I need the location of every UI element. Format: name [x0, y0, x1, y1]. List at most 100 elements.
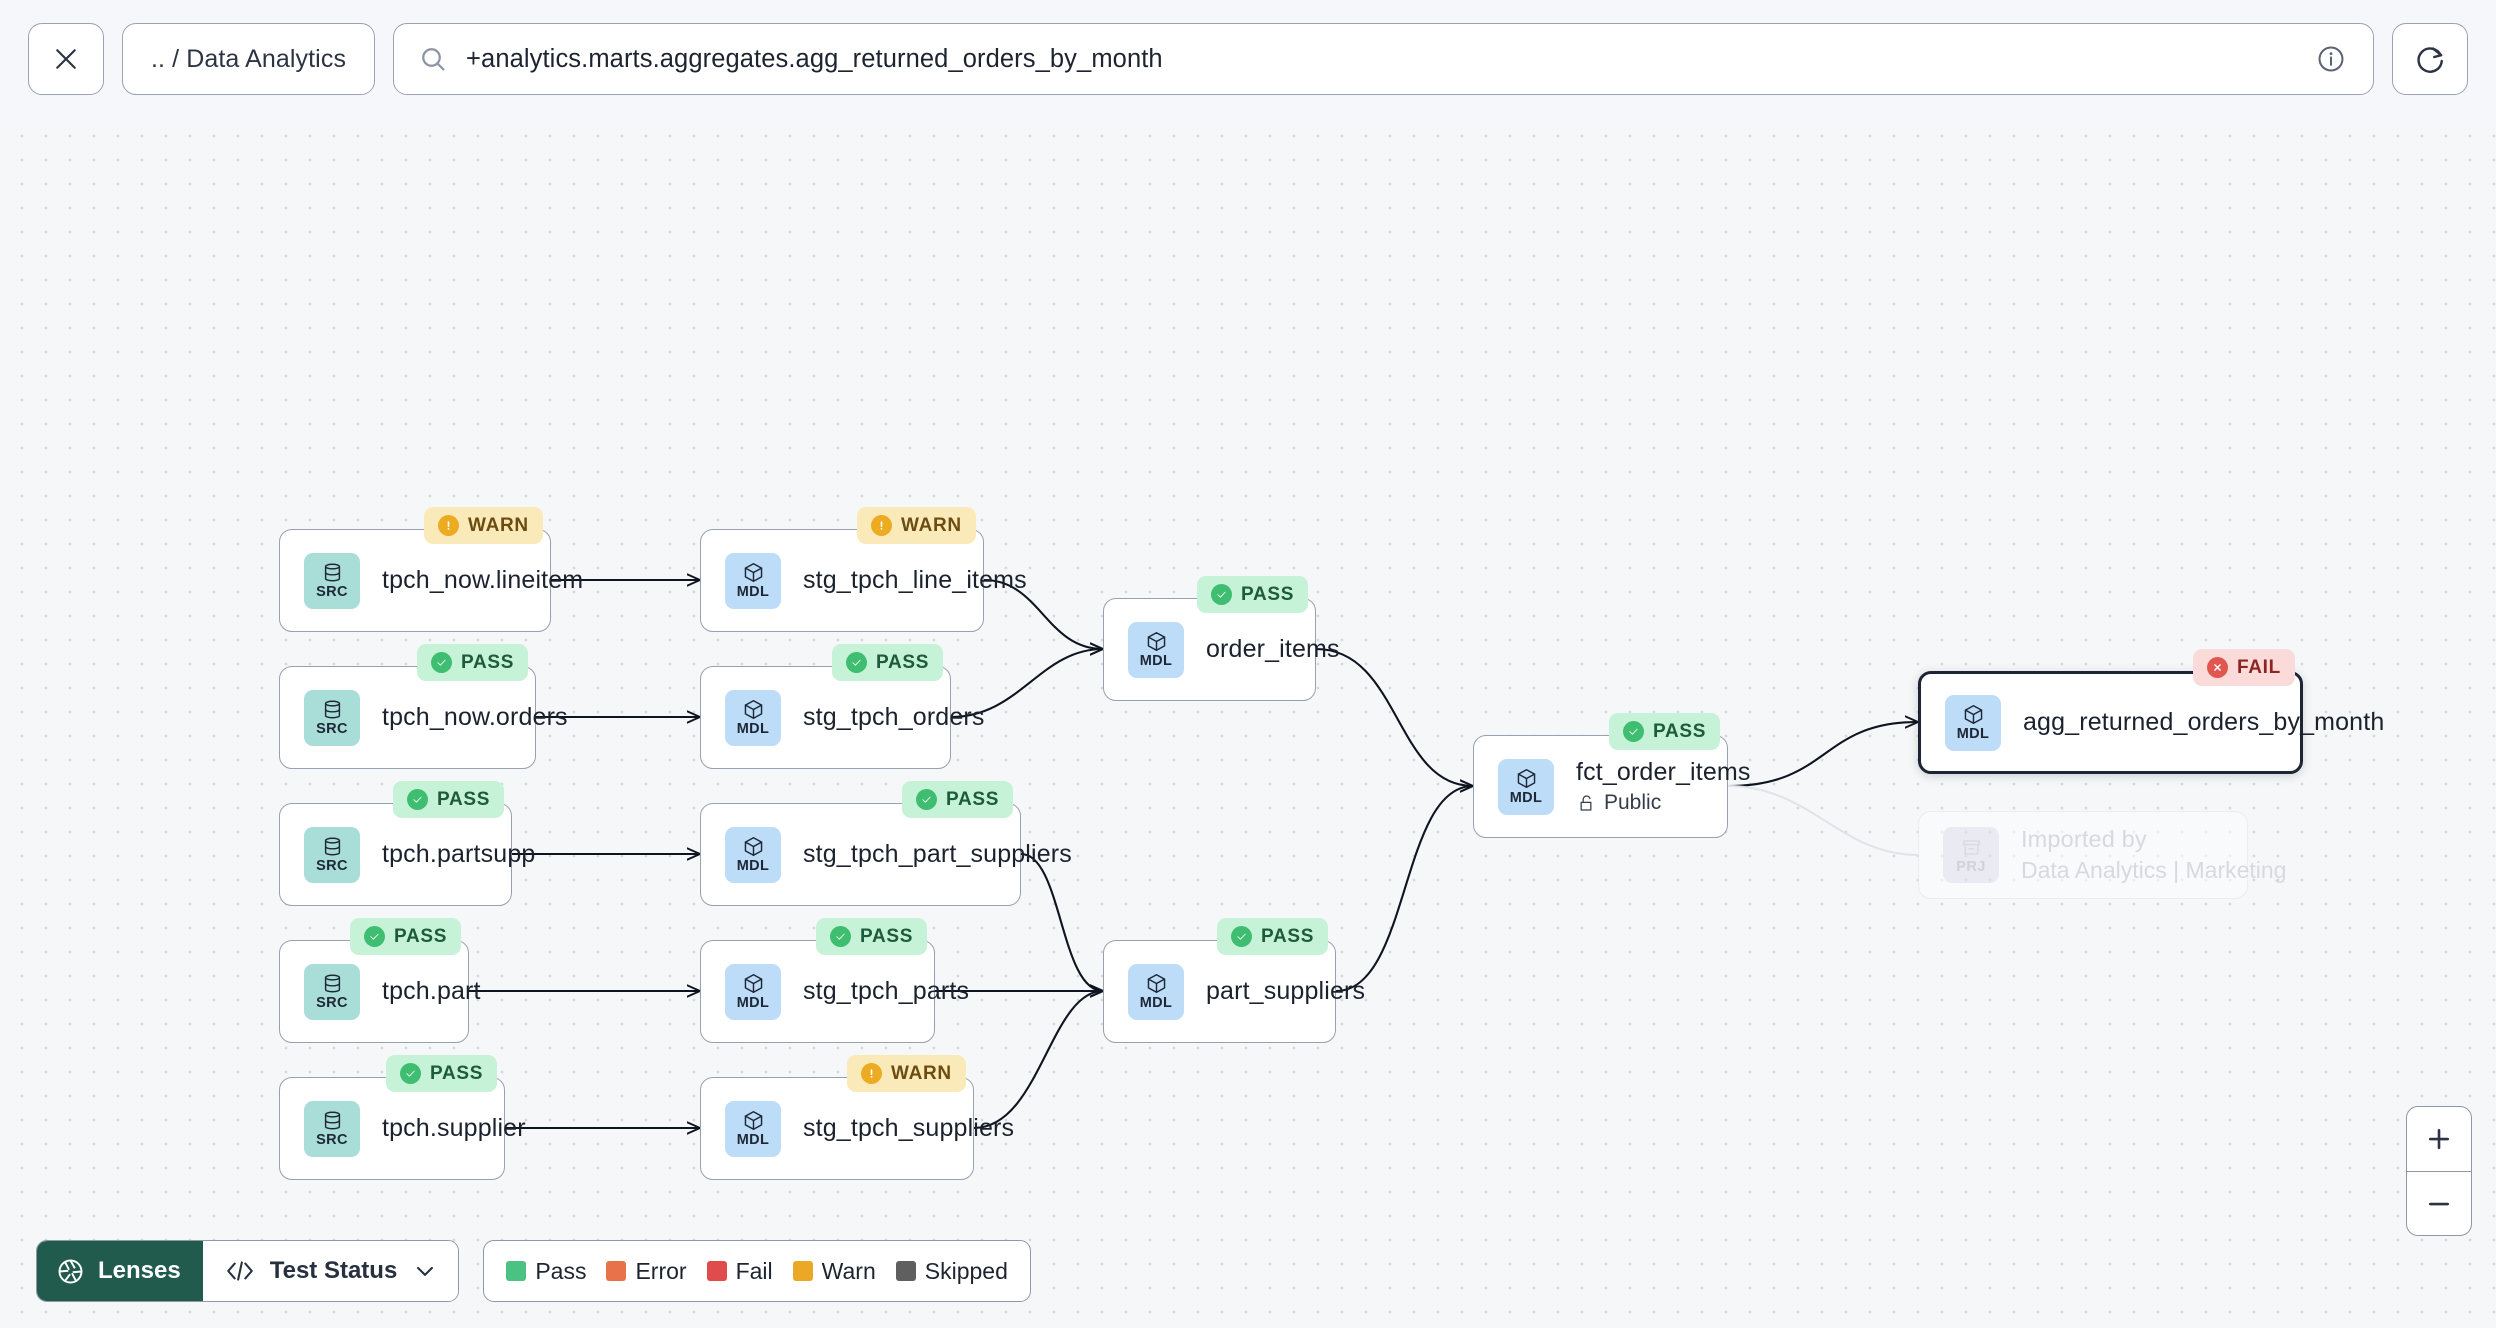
legend-swatch: [606, 1261, 627, 1281]
status-badge-pass[interactable]: PASS: [1609, 713, 1721, 750]
node-text-block: stg_tpch_part_suppliers: [803, 840, 1072, 869]
edge-stgsuppliers-partsuppliers: [973, 991, 1103, 1130]
legend-item-skipped[interactable]: Skipped: [895, 1258, 1008, 1285]
node-text-block: part_suppliers: [1206, 977, 1365, 1006]
status-badge-label: WARN: [891, 1062, 952, 1084]
lineage-node-stg_tpch_part_suppliers[interactable]: MDL stg_tpch_part_suppliers: [700, 803, 1072, 906]
status-badge-pass[interactable]: PASS: [1197, 576, 1309, 613]
legend-item-pass[interactable]: Pass: [506, 1258, 586, 1285]
lineage-node-order_items[interactable]: MDL order_items: [1103, 598, 1340, 701]
status-badge-pass[interactable]: PASS: [393, 781, 505, 818]
status-badge-fail[interactable]: FAIL: [2193, 649, 2295, 686]
close-icon: [56, 49, 76, 69]
lineage-node-tpch_part[interactable]: SRC tpch.part: [279, 940, 480, 1043]
status-badge-pass[interactable]: PASS: [1217, 918, 1329, 955]
node-visibility-text: Public: [1604, 791, 1662, 814]
status-badge-warn[interactable]: WARN: [424, 507, 543, 544]
node-text-block: stg_tpch_line_items: [803, 566, 1027, 595]
legend-item-error[interactable]: Error: [606, 1258, 687, 1285]
error-circle-icon: [2207, 657, 2228, 678]
check-circle-icon: [1623, 721, 1644, 742]
edge-stgpartsupp-partsuppliers: [1020, 852, 1103, 991]
breadcrumb-button[interactable]: .. / Data Analytics: [122, 23, 376, 95]
check-circle-icon: [916, 789, 937, 810]
code-icon: [226, 1261, 253, 1281]
status-badge-label: PASS: [437, 788, 491, 810]
refresh-button[interactable]: [2392, 23, 2468, 95]
refresh-icon: [2417, 47, 2443, 73]
legend-label: Pass: [535, 1257, 587, 1284]
unlock-icon: [1580, 795, 1592, 811]
node-name-label: order_items: [1206, 635, 1340, 663]
edge-fct-imported: [1727, 785, 1919, 856]
node-text-block: tpch_now.lineitem: [382, 566, 584, 595]
zoom-out-button[interactable]: [2407, 1171, 2471, 1235]
check-circle-icon: [846, 652, 867, 673]
status-badge-label: PASS: [1261, 925, 1315, 947]
check-circle-icon: [407, 789, 428, 810]
node-text-block: tpch.part: [382, 977, 480, 1006]
node-text-block: stg_tpch_orders: [803, 703, 984, 732]
edge-fct-agg: [1727, 722, 1918, 788]
edge-partsuppliers-fct: [1335, 786, 1473, 993]
node-type-label: MDL: [736, 1132, 770, 1149]
mdl-type-badge: MDL: [1128, 621, 1184, 678]
lineage-node-stg_tpch_orders[interactable]: MDL stg_tpch_orders: [700, 666, 984, 769]
node-name-label: tpch_now.orders: [382, 703, 568, 731]
minus-icon: [2428, 1202, 2450, 1205]
lenses-label: Lenses: [98, 1257, 181, 1284]
node-type-label: SRC: [316, 995, 348, 1012]
node-name-label: tpch.supplier: [382, 1114, 526, 1142]
node-type-label: MDL: [736, 858, 770, 875]
mdl-type-badge: MDL: [725, 1100, 781, 1157]
legend-item-fail[interactable]: Fail: [706, 1257, 773, 1285]
test-status-dropdown[interactable]: Test Status: [202, 1241, 459, 1301]
node-name-label: stg_tpch_parts: [803, 977, 970, 1005]
lineage-node-agg_returned_orders_by_month[interactable]: MDL agg_returned_orders_by_month: [1918, 671, 2384, 774]
check-circle-icon: [830, 926, 851, 947]
node-type-label: MDL: [736, 721, 770, 738]
status-badge-label: PASS: [394, 925, 448, 947]
legend-item-warn[interactable]: Warn: [792, 1258, 876, 1285]
node-name-label: stg_tpch_suppliers: [803, 1114, 1015, 1142]
status-badge-warn[interactable]: WARN: [857, 507, 976, 544]
node-text-block: order_items: [1206, 635, 1340, 664]
mdl-type-badge: MDL: [725, 826, 781, 883]
lenses-control-group: Lenses Test Status: [36, 1240, 460, 1302]
zoom-in-button[interactable]: [2407, 1107, 2471, 1171]
status-badge-pass[interactable]: PASS: [902, 781, 1014, 818]
info-icon[interactable]: [2315, 43, 2347, 75]
status-badge-pass[interactable]: PASS: [816, 918, 928, 955]
node-name-label: fct_order_items: [1576, 758, 1751, 786]
status-badge-pass[interactable]: PASS: [386, 1055, 498, 1092]
status-badge-label: PASS: [1653, 720, 1707, 742]
node-type-label: MDL: [1956, 726, 1990, 743]
legend-label: Fail: [735, 1257, 773, 1284]
node-name-label: tpch_now.lineitem: [382, 566, 584, 594]
close-button[interactable]: [28, 23, 104, 95]
node-text-block: tpch_now.orders: [382, 703, 568, 732]
status-badge-pass[interactable]: PASS: [350, 918, 462, 955]
lineage-node-stg_tpch_suppliers[interactable]: MDL stg_tpch_suppliers: [700, 1077, 1015, 1180]
status-badge-pass[interactable]: PASS: [417, 644, 529, 681]
status-badge-warn[interactable]: WARN: [847, 1055, 966, 1092]
search-input[interactable]: +analytics.marts.aggregates.agg_returned…: [393, 23, 2374, 95]
status-badge-pass[interactable]: PASS: [832, 644, 944, 681]
status-badge-label: WARN: [901, 514, 962, 536]
prj-type-badge: PRJ: [1943, 827, 1999, 883]
check-circle-icon: [364, 926, 385, 947]
node-text-block: agg_returned_orders_by_month: [2023, 708, 2384, 737]
lenses-button[interactable]: Lenses: [37, 1241, 203, 1301]
